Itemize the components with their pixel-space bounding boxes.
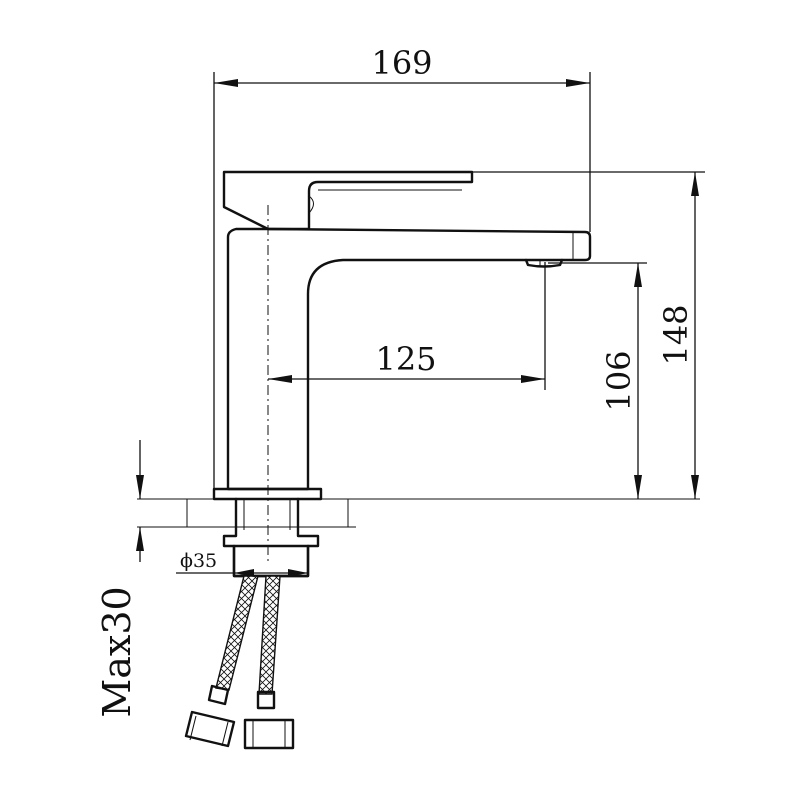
supply-hoses xyxy=(184,575,295,750)
hose-left xyxy=(215,575,259,691)
dimension-spout-height: 106 xyxy=(548,262,647,499)
spout-column xyxy=(226,227,592,491)
lever-cap-curve xyxy=(308,195,314,214)
shank xyxy=(222,497,320,578)
dimension-spout-reach: 125 xyxy=(268,262,546,390)
shank-diameter-label: ϕ35 xyxy=(180,550,217,572)
dimension-max-deck: Max30 xyxy=(95,440,144,718)
overall-width-label: 169 xyxy=(371,44,432,82)
hose-nut-left-line2 xyxy=(221,721,229,747)
deck-right xyxy=(297,498,349,528)
dimension-overall-height: 148 xyxy=(472,171,705,499)
hose-nut-left xyxy=(184,710,236,748)
faucet-body xyxy=(212,170,592,501)
deck-mounting xyxy=(137,497,700,578)
spout-reach-label: 125 xyxy=(375,340,436,378)
deck-left xyxy=(186,498,237,528)
spout-height-label: 106 xyxy=(600,350,638,411)
dimension-overall-width: 169 xyxy=(213,44,591,489)
aerator xyxy=(524,258,564,268)
max-deck-label: Max30 xyxy=(95,586,139,717)
hose-nut-left-line xyxy=(189,715,197,741)
hose-nut-right xyxy=(243,718,295,750)
hose-fitting-left xyxy=(207,684,230,706)
dimension-shank-diameter: ϕ35 xyxy=(176,550,308,577)
hose-fitting-right xyxy=(256,690,276,710)
lever-handle xyxy=(222,170,474,231)
hose-right xyxy=(258,575,281,695)
overall-height-label: 148 xyxy=(657,304,695,365)
